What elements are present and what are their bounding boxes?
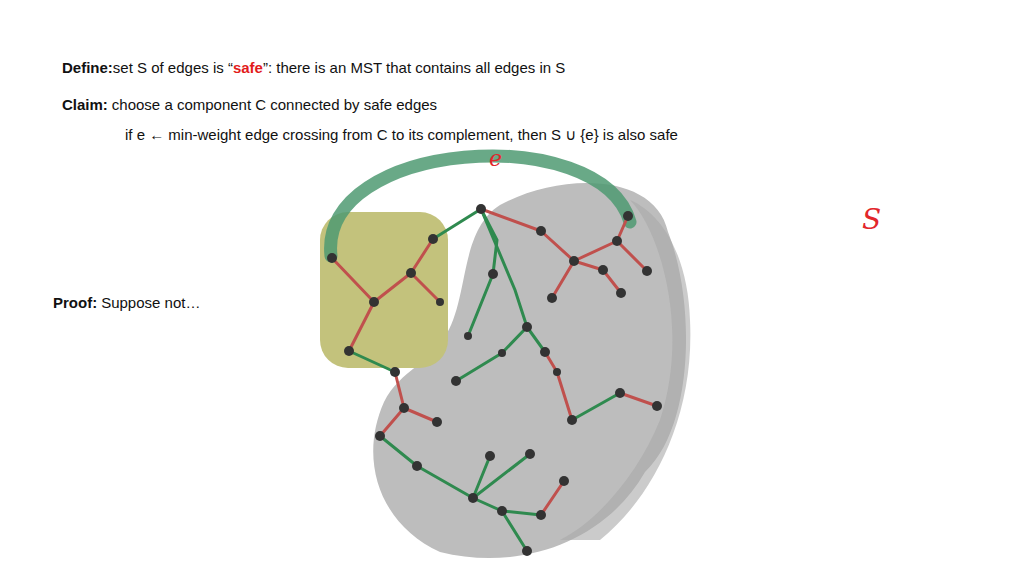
text-line: if e ← min-weight edge crossing from C t… xyxy=(125,126,678,144)
green-edges xyxy=(349,209,620,551)
text-line: S xyxy=(862,203,881,236)
component-region xyxy=(320,212,448,368)
crossing-edge xyxy=(331,156,630,256)
set-label: S xyxy=(862,203,881,236)
red-edges xyxy=(332,209,657,515)
claim-text: choose a component C connected by safe e… xyxy=(112,96,437,113)
edge-label: e xyxy=(489,146,502,171)
text-line: Proof:Suppose not… xyxy=(53,294,200,311)
safe-term: safe xyxy=(233,59,263,76)
graph-vertices xyxy=(327,204,662,556)
definition-text: ”: there is an MST that contains all edg… xyxy=(263,59,565,76)
proof-text: Suppose not… xyxy=(101,294,200,311)
claim-text: if e ← min-weight edge crossing from C t… xyxy=(125,126,678,143)
definition-text: set S of edges is “ xyxy=(113,59,233,76)
proof-label: Proof: xyxy=(53,294,97,311)
claim-label: Claim: xyxy=(62,96,108,113)
text-line: Claim:choose a component C connected by … xyxy=(62,96,437,113)
complement-shade xyxy=(560,200,690,540)
define-label: Define: xyxy=(62,59,113,76)
text-line: Define:set S of edges is “safe”: there i… xyxy=(62,59,565,76)
text-line: e xyxy=(489,146,502,172)
